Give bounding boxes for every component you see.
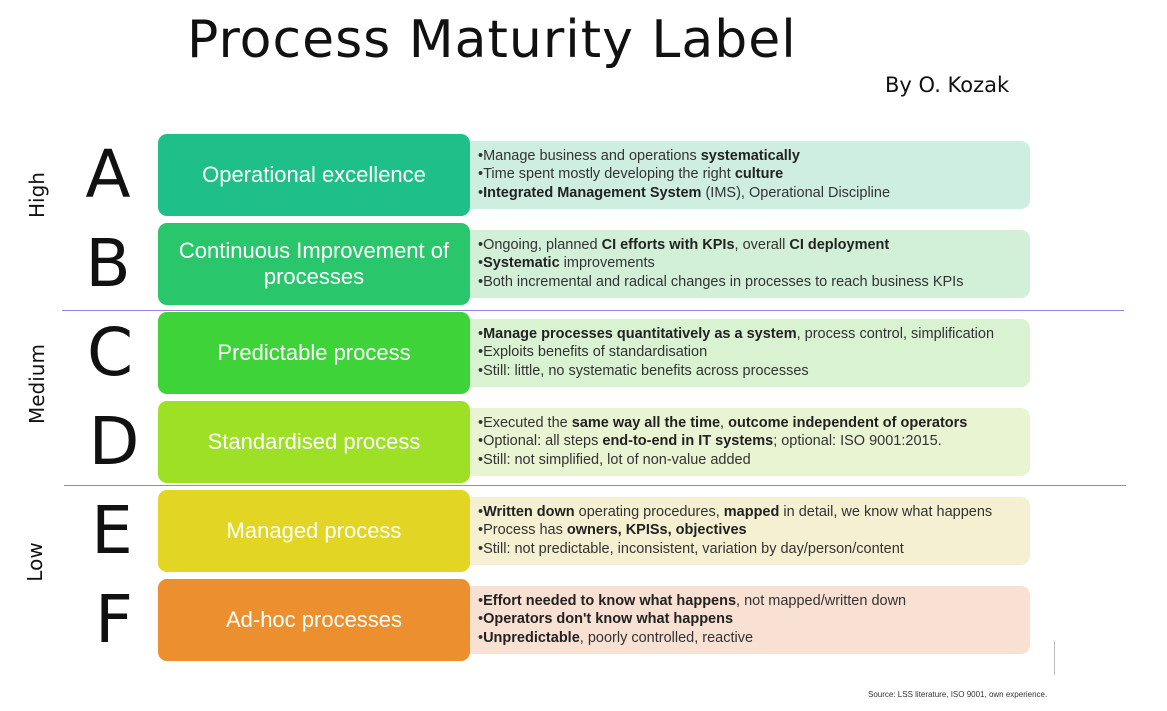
level-name: Operational excellence — [202, 162, 426, 187]
bold-text: Integrated Management System — [483, 184, 702, 201]
page-title: Process Maturity Label — [187, 10, 797, 70]
text-segment: • — [478, 504, 484, 520]
bold-text: Written down — [483, 504, 575, 520]
bold-text: systematically — [700, 148, 800, 164]
bold-text: CI deployment — [789, 237, 890, 253]
tier-label-medium: Medium — [25, 344, 49, 424]
level-box-a: Operational excellence — [158, 134, 470, 216]
text-segment: (IMS), Operational Discipline — [701, 184, 891, 201]
level-description-a: •Manage business and operations systemat… — [470, 141, 1030, 209]
bold-text: mapped — [723, 504, 780, 520]
text-segment: • — [478, 611, 484, 628]
tier-label-high: High — [25, 172, 49, 218]
bold-text: same way all the time — [571, 415, 721, 431]
description-bullet: •Written down operating procedures, mapp… — [478, 503, 1022, 521]
level-description-e: •Written down operating procedures, mapp… — [470, 497, 1030, 565]
level-description-f: •Effort needed to know what happens, not… — [470, 586, 1030, 654]
description-bullet: •Both incremental and radical changes in… — [478, 273, 1022, 291]
tier-divider-medium-low — [64, 485, 1126, 486]
text-segment: •Exploits benefits of standardisation — [478, 344, 708, 361]
text-segment: • — [478, 184, 484, 201]
text-segment: , process control, simplification — [796, 326, 995, 342]
bold-text: culture — [734, 166, 784, 183]
level-letter-c: C — [86, 314, 134, 391]
text-segment: , overall — [734, 237, 790, 253]
level-description-d: •Executed the same way all the time, out… — [470, 408, 1030, 476]
bold-text: owners, KPISs, objectives — [566, 522, 747, 539]
description-bullet: •Ongoing, planned CI efforts with KPIs, … — [478, 236, 1022, 254]
description-bullet: •Still: not predictable, inconsistent, v… — [478, 540, 1022, 558]
level-description-b: •Ongoing, planned CI efforts with KPIs, … — [470, 230, 1030, 298]
text-segment: •Process has — [478, 522, 567, 539]
level-name: Standardised process — [207, 429, 421, 454]
level-box-c: Predictable process — [158, 312, 470, 394]
tier-divider-high-medium — [62, 310, 1124, 311]
level-letter-e: E — [91, 492, 133, 569]
bold-text: CI efforts with KPIs — [601, 237, 735, 253]
source-note: Source: LSS literature, ISO 9001, own ex… — [868, 690, 1048, 699]
bold-text: Manage processes quantitatively as a sys… — [483, 326, 797, 342]
level-box-f: Ad-hoc processes — [158, 579, 470, 661]
text-segment: • — [478, 593, 484, 609]
level-box-e: Managed process — [158, 490, 470, 572]
bold-text: end-to-end in IT systems — [602, 433, 774, 450]
author-label: By O. Kozak — [885, 73, 1010, 97]
level-letter-b: B — [85, 225, 131, 302]
level-letter-f: F — [95, 581, 133, 658]
text-segment: •Ongoing, planned — [478, 237, 602, 253]
text-segment: •Still: little, no systematic benefits a… — [478, 362, 809, 379]
tier-label-low: Low — [23, 542, 47, 582]
bold-text: Unpredictable — [483, 629, 580, 646]
text-segment: in detail, we know what happens — [779, 504, 993, 520]
text-segment: • — [478, 629, 484, 646]
description-bullet: •Exploits benefits of standardisation — [478, 343, 1022, 361]
level-name: Managed process — [226, 518, 402, 543]
text-segment: , poorly controlled, reactive — [579, 629, 754, 646]
text-segment: operating procedures, — [574, 504, 724, 520]
text-segment: , not mapped/written down — [736, 593, 907, 609]
bold-text: Effort needed to know what happens — [483, 593, 737, 609]
bold-text: Operators don't know what happens — [483, 611, 734, 628]
level-name: Continuous Improvement of processes — [178, 238, 450, 289]
text-segment: •Still: not simplified, lot of non-value… — [478, 451, 751, 468]
level-description-c: •Manage processes quantitatively as a sy… — [470, 319, 1030, 387]
description-bullet: •Still: not simplified, lot of non-value… — [478, 451, 1022, 469]
source-divider — [1054, 641, 1055, 675]
text-segment: • — [478, 326, 484, 342]
level-box-d: Standardised process — [158, 401, 470, 483]
level-box-b: Continuous Improvement of processes — [158, 223, 470, 305]
description-bullet: •Unpredictable, poorly controlled, react… — [478, 629, 1022, 647]
description-bullet: •Process has owners, KPISs, objectives — [478, 521, 1022, 539]
text-segment: •Manage business and operations — [478, 148, 701, 164]
description-bullet: •Manage processes quantitatively as a sy… — [478, 325, 1022, 343]
level-letter-a: A — [85, 136, 131, 213]
text-segment: , — [720, 415, 729, 431]
bold-text: Systematic — [483, 255, 560, 272]
text-segment: •Optional: all steps — [478, 433, 603, 450]
description-bullet: •Effort needed to know what happens, not… — [478, 592, 1022, 610]
level-name: Ad-hoc processes — [225, 607, 403, 632]
description-bullet: •Systematic improvements — [478, 254, 1022, 272]
description-bullet: •Executed the same way all the time, out… — [478, 414, 1022, 432]
level-name: Predictable process — [217, 340, 411, 365]
description-bullet: •Operators don't know what happens — [478, 610, 1022, 628]
bold-text: outcome independent of operators — [728, 415, 968, 431]
text-segment: •Still: not predictable, inconsistent, v… — [478, 540, 904, 557]
text-segment: •Executed the — [478, 415, 572, 431]
text-segment: ; optional: ISO 9001:2015. — [773, 433, 942, 450]
level-letter-d: D — [88, 403, 140, 480]
description-bullet: •Integrated Management System (IMS), Ope… — [478, 184, 1022, 202]
text-segment: • — [478, 255, 484, 272]
description-bullet: •Optional: all steps end-to-end in IT sy… — [478, 432, 1022, 450]
text-segment: •Time spent mostly developing the right — [478, 166, 735, 183]
description-bullet: •Still: little, no systematic benefits a… — [478, 362, 1022, 380]
text-segment: improvements — [559, 255, 655, 272]
description-bullet: •Time spent mostly developing the right … — [478, 165, 1022, 183]
description-bullet: •Manage business and operations systemat… — [478, 147, 1022, 165]
text-segment: •Both incremental and radical changes in… — [478, 273, 964, 290]
